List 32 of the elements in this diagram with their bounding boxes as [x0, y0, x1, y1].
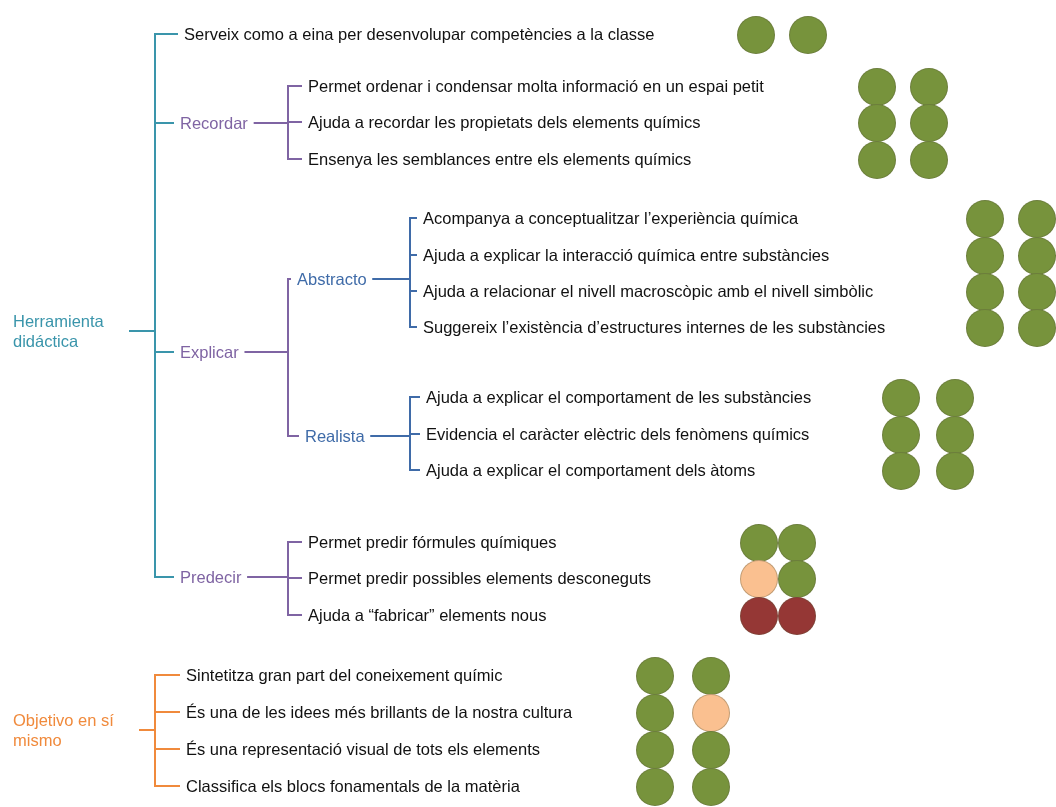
- brace-connector: [243, 351, 300, 437]
- statement-text: Ensenya les semblances entre els elements químics: [308, 149, 692, 169]
- statement-text: Acompanya a conceptualitzar l’experiència química: [423, 208, 799, 228]
- brace-connector: [371, 278, 418, 328]
- brace-connector: [369, 435, 421, 471]
- statement-text: Serveix como a eina per desenvolupar competències a la classe: [184, 24, 655, 44]
- category-label: Explicar: [180, 342, 239, 362]
- statement-text: És una de les idees més brillants de la nostra cultura: [186, 702, 573, 722]
- category-label: Herramienta didáctica: [13, 311, 123, 351]
- statement-text: Sintetitza gran part del coneixement químic: [186, 665, 503, 685]
- statement-text: Permet ordenar i condensar molta informació en un espai petit: [308, 76, 764, 96]
- statement-text: Suggereix l’existència d’estructures internes de les substàncies: [423, 317, 886, 337]
- category-label: Recordar: [180, 113, 248, 133]
- category-label: Objetivo en sí mismo: [13, 710, 133, 750]
- statement-text: Ajuda a explicar el comportament de les substàncies: [426, 387, 812, 407]
- statement-text: Permet predir possibles elements desconeguts: [308, 568, 651, 588]
- brace-connector: [252, 122, 303, 160]
- statement-text: Classifica els blocs fonamentals de la matèria: [186, 776, 520, 796]
- category-label: Realista: [305, 426, 365, 446]
- statement-text: Permet predir fórmules químiques: [308, 532, 557, 552]
- statement-text: Ajuda a relacionar el nivell macroscòpic amb el nivell simbòlic: [423, 281, 874, 301]
- statement-text: És una representació visual de tots els elements: [186, 739, 541, 759]
- statement-text: Evidencia el caràcter elèctric dels fenòmens químics: [426, 424, 810, 444]
- statement-text: Ajuda a recordar les propietats dels elements químics: [308, 112, 701, 132]
- category-label: Predecir: [180, 567, 242, 587]
- brace-connector: [138, 729, 181, 787]
- statement-text: Ajuda a “fabricar” elements nous: [308, 605, 547, 625]
- statement-text: Ajuda a explicar el comportament dels àtoms: [426, 460, 756, 480]
- statement-text: Ajuda a explicar la interacció química entre substàncies: [423, 245, 830, 265]
- category-label: Abstracto: [297, 269, 367, 289]
- brace-connector: [128, 330, 175, 578]
- brace-connector: [246, 576, 303, 616]
